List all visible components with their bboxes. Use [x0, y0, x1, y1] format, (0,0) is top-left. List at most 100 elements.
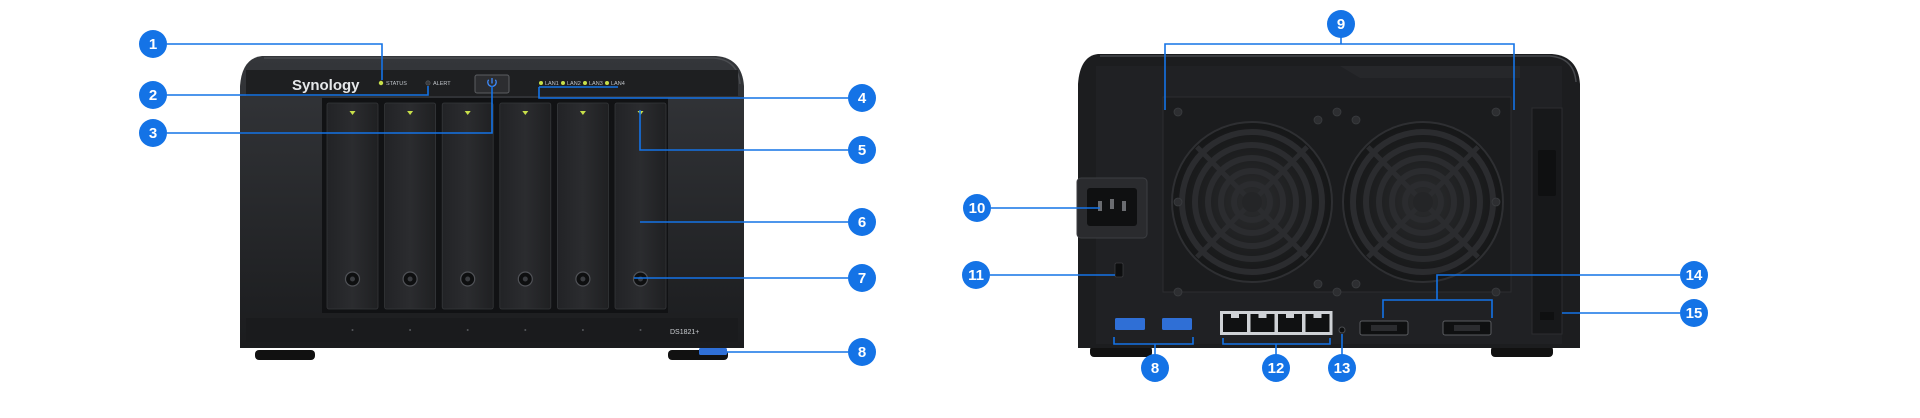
panel-screws: [1173, 107, 1501, 297]
front-nas-unit: Synology STATUS ALERT LAN1 LAN2 LAN3 LAN…: [240, 56, 744, 360]
rear-usb-port-2: [1162, 318, 1192, 330]
power-inlet-pins: [1098, 199, 1126, 211]
status-led: [378, 80, 384, 86]
screw: [1332, 107, 1342, 117]
screw: [1491, 287, 1501, 297]
callout-6-number: 6: [858, 214, 866, 231]
callout-2-number: 2: [149, 87, 157, 104]
bay-indicator-dot: [524, 329, 527, 331]
callout-badges: 1 2 3 4 5 6 7 8 9 10 11 8 12 13 14 15: [139, 10, 1708, 382]
fan-grille-2: [1342, 121, 1504, 283]
lan-leds: LAN1 LAN2 LAN3 LAN4: [539, 81, 625, 87]
lan2-led: [561, 81, 565, 85]
alert-led-label: ALERT: [433, 81, 451, 87]
screw: [1491, 107, 1501, 117]
screw: [1173, 287, 1183, 297]
drive-tray-5[interactable]: [557, 102, 609, 310]
callout-9: 9: [1327, 10, 1355, 38]
callout-4-number: 4: [858, 90, 867, 107]
callout-5-number: 5: [858, 142, 866, 159]
callout-5: 5: [848, 136, 876, 164]
leader-4: [538, 87, 848, 99]
front-bottom-strip: [246, 318, 738, 342]
callout-8-rear: 8: [1141, 354, 1169, 382]
callout-8-number: 8: [858, 344, 866, 361]
pcie-bracket-tab: [1540, 312, 1554, 320]
lan3-label: LAN3: [589, 81, 603, 87]
brand-logo: Synology: [292, 77, 360, 94]
lan1-led: [539, 81, 543, 85]
lan4-led: [605, 81, 609, 85]
drive-tray-2[interactable]: [384, 102, 437, 310]
pcie-slot-cover: [1531, 107, 1563, 335]
callout-6: 6: [848, 208, 876, 236]
screw: [1173, 107, 1183, 117]
leader-8b-bracket: [1113, 337, 1194, 345]
callout-2: 2: [139, 81, 167, 109]
callout-14-number: 14: [1686, 267, 1703, 284]
drive-led-5: [579, 111, 586, 115]
reset-button[interactable]: [1338, 326, 1346, 334]
drive-tray-4[interactable]: [499, 102, 552, 310]
bay-indicator-dot: [639, 329, 642, 331]
callout-4: 4: [848, 84, 876, 112]
fan-grilles: [1171, 121, 1504, 283]
pcie-bracket-clip: [1538, 150, 1556, 196]
rear-foot-left: [1090, 346, 1152, 357]
drive-led-4: [522, 111, 529, 115]
lan-port-1: [1223, 314, 1247, 332]
rear-nas-unit: [1076, 54, 1580, 357]
screw: [1351, 279, 1361, 289]
lan3-led: [583, 81, 587, 85]
callout-9-number: 9: [1337, 16, 1345, 33]
callout-3-number: 3: [149, 125, 157, 142]
front-bottom-dots: [351, 329, 642, 331]
rear-foot-right: [1491, 346, 1553, 357]
fan-grille-1: [1171, 121, 1333, 283]
model-label: DS1821+: [670, 329, 699, 336]
callout-1-number: 1: [149, 36, 157, 53]
callout-7: 7: [848, 264, 876, 292]
callout-12: 12: [1262, 354, 1290, 382]
callout-11-number: 11: [968, 267, 984, 284]
front-usb-port: [699, 348, 727, 355]
bay-indicator-dot: [466, 329, 469, 331]
rear-lan-ports: [1220, 311, 1333, 335]
leader-2: [167, 86, 429, 96]
rear-top-edge: [1100, 55, 1577, 83]
callout-8-rear-number: 8: [1151, 360, 1159, 377]
callout-13-number: 13: [1334, 360, 1351, 377]
leader-3: [167, 86, 493, 134]
callout-14: 14: [1680, 261, 1708, 289]
leader-1: [167, 43, 383, 80]
callout-11: 11: [962, 261, 990, 289]
drive-tray-1[interactable]: [326, 102, 379, 310]
esata-port-2-slot: [1454, 325, 1480, 331]
callout-15: 15: [1680, 299, 1708, 327]
alert-led: [425, 80, 431, 86]
callout-1: 1: [139, 30, 167, 58]
bay-indicator-dot: [351, 329, 354, 331]
screw: [1491, 197, 1501, 207]
bay-indicator-dot: [581, 329, 584, 331]
screw: [1351, 115, 1361, 125]
rear-usb-port-1: [1115, 318, 1145, 330]
callout-7-number: 7: [858, 270, 866, 287]
callout-13: 13: [1328, 354, 1356, 382]
drive-tray-3[interactable]: [441, 102, 494, 310]
drive-led-3: [464, 111, 471, 115]
callout-10: 10: [963, 194, 991, 222]
screw: [1173, 197, 1183, 207]
drive-trays: [326, 102, 667, 310]
callout-12-number: 12: [1268, 360, 1285, 377]
callout-10-number: 10: [969, 200, 986, 217]
lan2-label: LAN2: [567, 81, 581, 87]
callout-8: 8: [848, 338, 876, 366]
callout-3: 3: [139, 119, 167, 147]
drive-tray-6[interactable]: [614, 102, 667, 310]
drive-led-1: [349, 111, 356, 115]
screw: [1332, 287, 1342, 297]
rear-top-bump: [1340, 66, 1520, 78]
leader-lines: [167, 30, 1680, 355]
